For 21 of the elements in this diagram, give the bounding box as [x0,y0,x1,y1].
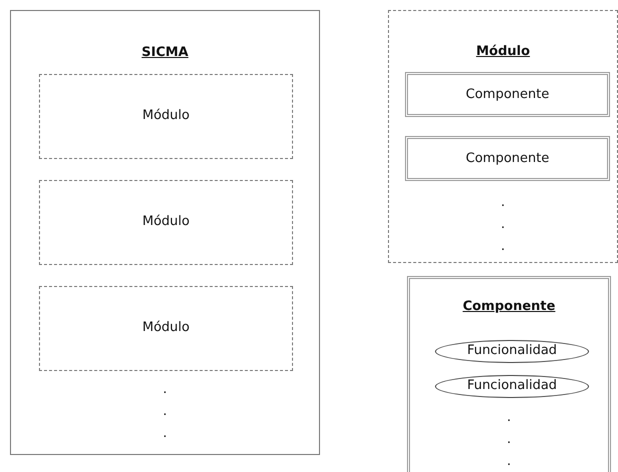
ellipsis-dots: . . . [506,409,512,471]
node-label: Módulo [142,108,190,124]
node-label: Componente [466,150,550,166]
node-label: Módulo [142,214,190,230]
node-label: Módulo [142,320,190,336]
node-label: Funcionalidad [467,378,557,394]
container-box [10,10,320,455]
heading: SICMA [142,45,188,60]
node-label: Componente [466,86,550,102]
dashed-box [39,286,293,371]
ellipsis-dots: . . . [500,194,506,256]
dotted-box [405,136,610,181]
dashed-box [388,10,618,263]
dotted-box [407,276,611,472]
ellipsis-dots: . . . [162,381,168,443]
dashed-box [39,180,293,265]
node-label: Funcionalidad [467,343,557,359]
heading: Componente [462,299,556,314]
heading: Módulo [476,44,530,59]
dotted-box [405,72,610,117]
dashed-box [39,74,293,159]
